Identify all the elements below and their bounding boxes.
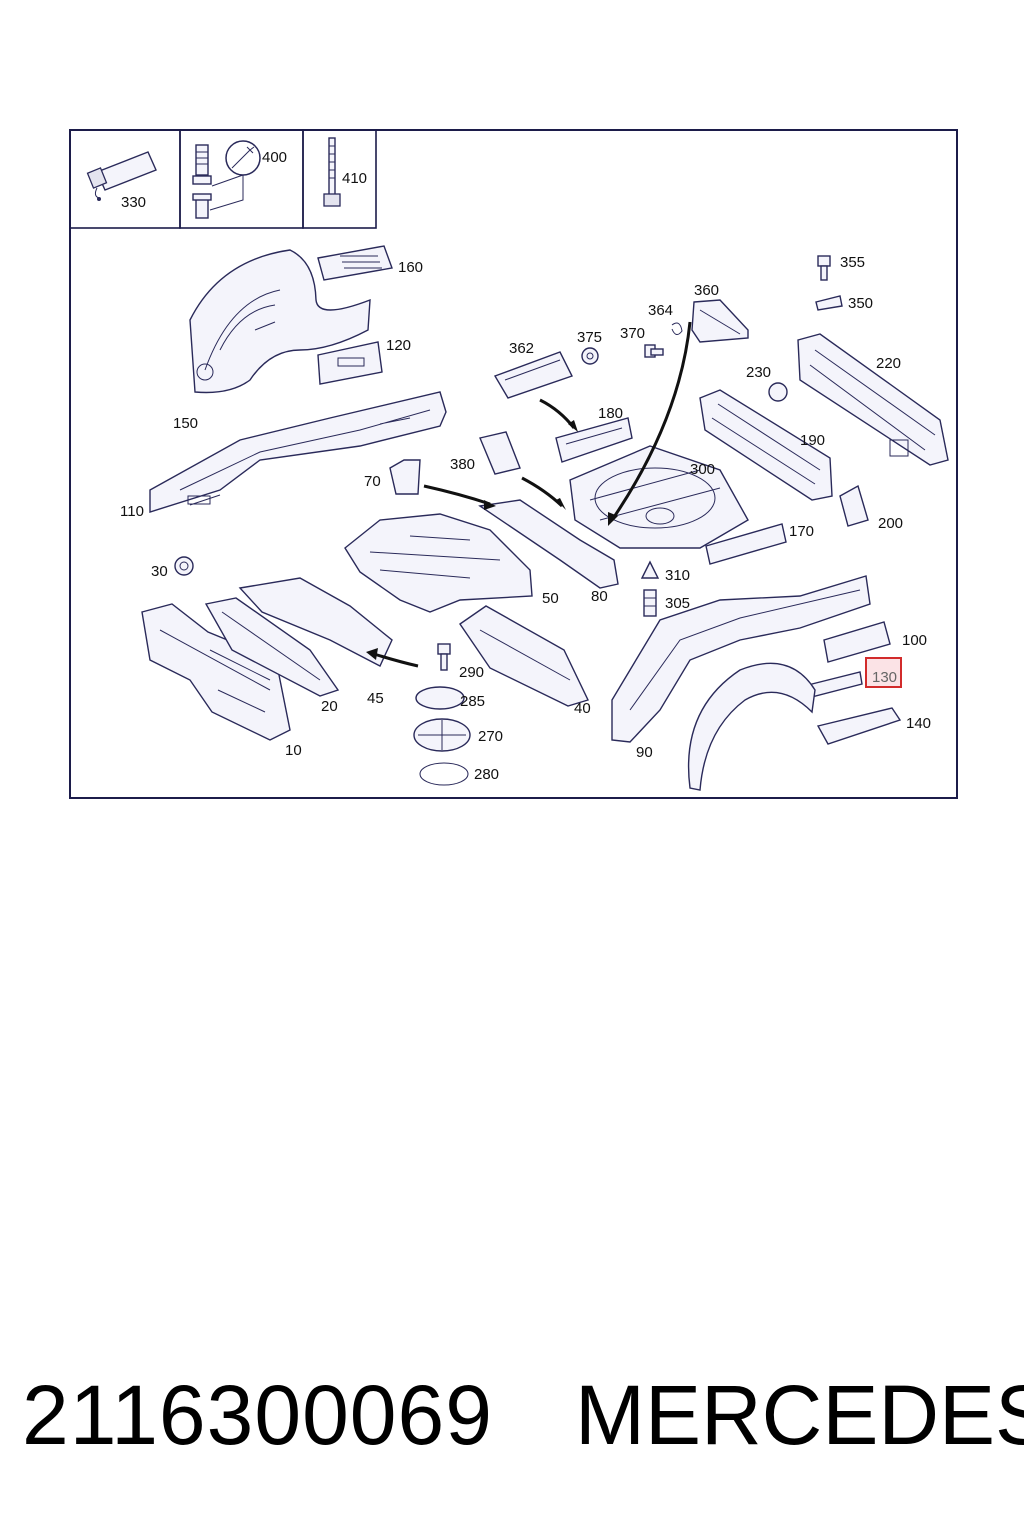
- callout-labels: 330 400 410 160 120 150 110 362 375 370 …: [120, 149, 931, 783]
- part-305-icon: [643, 589, 657, 617]
- part-370-icon: [644, 344, 664, 358]
- callout-300: 300: [690, 461, 715, 478]
- callout-270: 270: [478, 728, 503, 745]
- callout-285: 285: [460, 693, 485, 710]
- part-140-icon: [816, 707, 902, 745]
- callout-410: 410: [342, 170, 367, 187]
- part-10-icon: [141, 603, 291, 741]
- part-300-icon: [569, 445, 749, 549]
- wheel-arch-right-icon: [687, 662, 816, 791]
- callout-360: 360: [694, 282, 719, 299]
- callout-180: 180: [598, 405, 623, 422]
- part-230-icon: [768, 382, 788, 402]
- callout-230: 230: [746, 364, 771, 381]
- part-50-icon: [344, 513, 533, 613]
- callout-160: 160: [398, 259, 423, 276]
- part-360-icon: [691, 299, 749, 343]
- tool-box-row: [69, 129, 377, 229]
- part-380-icon: [479, 431, 521, 475]
- part-160-icon: [317, 245, 393, 281]
- part-220-icon: [797, 333, 949, 466]
- part-80-icon: [478, 499, 619, 589]
- callout-30: 30: [151, 563, 168, 580]
- part-280-icon: [419, 762, 469, 786]
- direction-arrows: [366, 321, 692, 668]
- part-355-icon: [817, 255, 831, 281]
- callout-10: 10: [285, 742, 302, 759]
- part-number: 2116300069: [22, 1368, 493, 1462]
- part-180-icon: [555, 417, 633, 463]
- part-285-icon: [415, 686, 465, 710]
- callout-355: 355: [840, 254, 865, 271]
- long-bolt-icon: [323, 137, 341, 207]
- callout-290: 290: [459, 664, 484, 681]
- callout-170: 170: [789, 523, 814, 540]
- callout-200: 200: [878, 515, 903, 532]
- part-190-icon: [699, 389, 833, 501]
- part-270-icon: [413, 718, 471, 752]
- part-362-icon: [493, 351, 573, 399]
- part-40-icon: [459, 605, 589, 707]
- callout-350: 350: [848, 295, 873, 312]
- part-70-icon: [389, 459, 421, 495]
- callout-150: 150: [173, 415, 198, 432]
- callout-20: 20: [321, 698, 338, 715]
- callout-362: 362: [509, 340, 534, 357]
- bolt-set-icon: [192, 140, 261, 219]
- callout-80: 80: [591, 588, 608, 605]
- callout-220: 220: [876, 355, 901, 372]
- callout-190: 190: [800, 432, 825, 449]
- part-100-icon: [823, 621, 891, 663]
- callout-130: 130: [872, 669, 897, 686]
- brand-name: MERCEDES: [575, 1368, 1024, 1462]
- part-170-icon: [705, 523, 787, 565]
- callout-100: 100: [902, 632, 927, 649]
- callout-330: 330: [121, 194, 146, 211]
- callout-40: 40: [574, 700, 591, 717]
- part-30-icon: [174, 556, 194, 576]
- part-45-icon: [238, 577, 393, 667]
- callout-310: 310: [665, 567, 690, 584]
- part-20-icon: [204, 597, 340, 697]
- callout-305: 305: [665, 595, 690, 612]
- callout-50: 50: [542, 590, 559, 607]
- part-120-icon: [317, 341, 383, 385]
- callout-110: 110: [120, 503, 144, 520]
- callout-370: 370: [620, 325, 645, 342]
- callout-364: 364: [648, 302, 673, 319]
- callout-120: 120: [386, 337, 411, 354]
- footer: 2116300069 MERCEDES: [0, 1365, 1024, 1475]
- callout-380: 380: [450, 456, 475, 473]
- part-375-icon: [581, 347, 599, 365]
- part-90-icon: [611, 575, 871, 743]
- adhesive-tube-icon: [86, 151, 157, 201]
- part-150-icon: [189, 249, 371, 394]
- part-364-icon: [671, 322, 683, 335]
- callout-70: 70: [364, 473, 381, 490]
- callout-400: 400: [262, 149, 287, 166]
- part-290-icon: [437, 643, 451, 671]
- callout-375: 375: [577, 329, 602, 346]
- part-200-icon: [839, 484, 869, 527]
- part-350-icon: [815, 295, 843, 311]
- part-110-icon: [149, 391, 447, 513]
- parts-diagram: 330 400 410 160 120 150 110 362 375 370 …: [69, 129, 958, 799]
- callout-45: 45: [367, 690, 384, 707]
- part-310-icon: [640, 560, 660, 579]
- highlight-box: [865, 657, 902, 688]
- callout-140: 140: [906, 715, 931, 732]
- callout-280: 280: [474, 766, 499, 783]
- callout-90: 90: [636, 744, 653, 761]
